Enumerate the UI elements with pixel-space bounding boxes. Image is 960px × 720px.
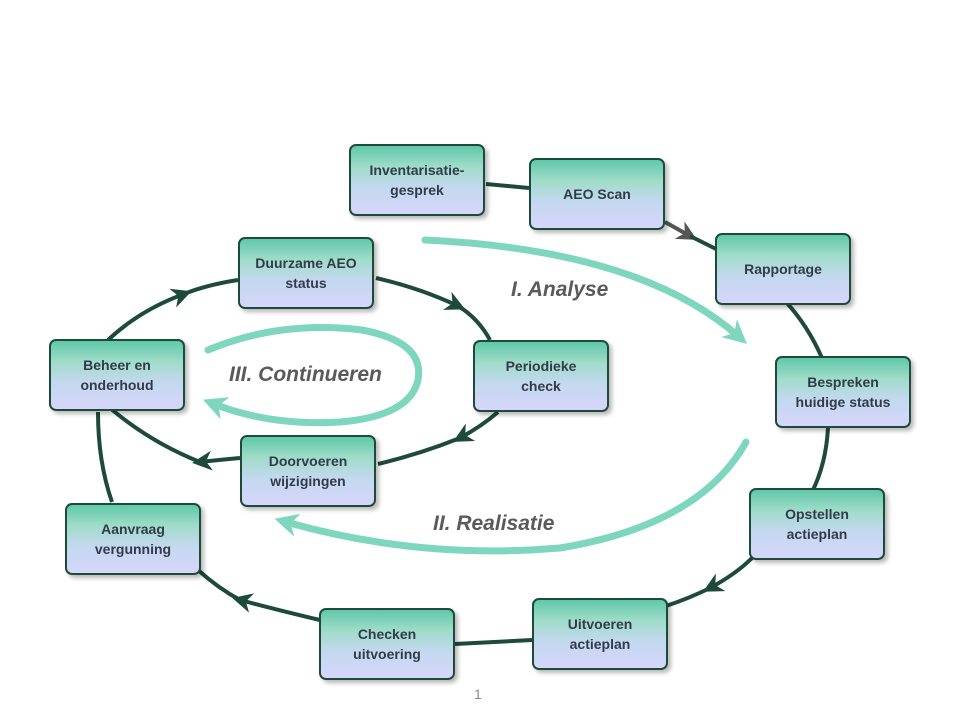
step-beheer-en-onderhoud: Beheer en onderhoud bbox=[49, 339, 185, 411]
step-label: Uitvoeren actieplan bbox=[567, 616, 633, 652]
step-inventarisatiegesprek: Inventarisatie- gesprek bbox=[349, 144, 485, 216]
outer-cycle-connector bbox=[96, 182, 830, 646]
step-aanvraag-vergunning: Aanvraag vergunning bbox=[65, 503, 201, 575]
step-label: Rapportage bbox=[744, 261, 822, 277]
step-label: Aanvraag vergunning bbox=[94, 521, 172, 557]
phase-arrows bbox=[202, 236, 750, 555]
step-label: Checken uitvoering bbox=[353, 626, 421, 662]
step-label: Duurzame AEO status bbox=[255, 255, 357, 291]
step-bespreken-huidige-status: Bespreken huidige status bbox=[775, 356, 911, 428]
step-uitvoeren-actieplan: Uitvoeren actieplan bbox=[532, 598, 668, 670]
inner-cycle-connector bbox=[106, 276, 500, 471]
step-checken-uitvoering: Checken uitvoering bbox=[319, 608, 455, 680]
realisatie-arrow bbox=[274, 438, 750, 555]
step-doorvoeren-wijzigingen: Doorvoeren wijzigingen bbox=[240, 435, 376, 507]
step-aeo-scan: AEO Scan bbox=[529, 158, 665, 230]
phase-label-continueren: III. Continueren bbox=[229, 363, 382, 386]
phase-label-analyse: I. Analyse bbox=[511, 278, 609, 301]
page-number: 1 bbox=[474, 686, 482, 702]
step-opstellen-actieplan: Opstellen actieplan bbox=[749, 488, 885, 560]
step-label: Opstellen actieplan bbox=[785, 506, 849, 542]
step-duurzame-aeo-status: Duurzame AEO status bbox=[238, 237, 374, 309]
step-periodieke-check: Periodieke check bbox=[473, 340, 609, 412]
analyse-arrow bbox=[421, 236, 747, 344]
step-label: Beheer en onderhoud bbox=[80, 357, 154, 393]
step-label: Doorvoeren wijzigingen bbox=[268, 453, 348, 489]
continueren-arrow bbox=[202, 324, 423, 427]
step-label: Inventarisatie- gesprek bbox=[369, 162, 465, 198]
step-label: AEO Scan bbox=[563, 186, 631, 202]
step-rapportage: Rapportage bbox=[715, 233, 851, 305]
step-label: Periodieke check bbox=[505, 358, 577, 394]
phase-label-realisatie: II. Realisatie bbox=[433, 512, 555, 535]
step-label: Bespreken huidige status bbox=[795, 374, 891, 410]
